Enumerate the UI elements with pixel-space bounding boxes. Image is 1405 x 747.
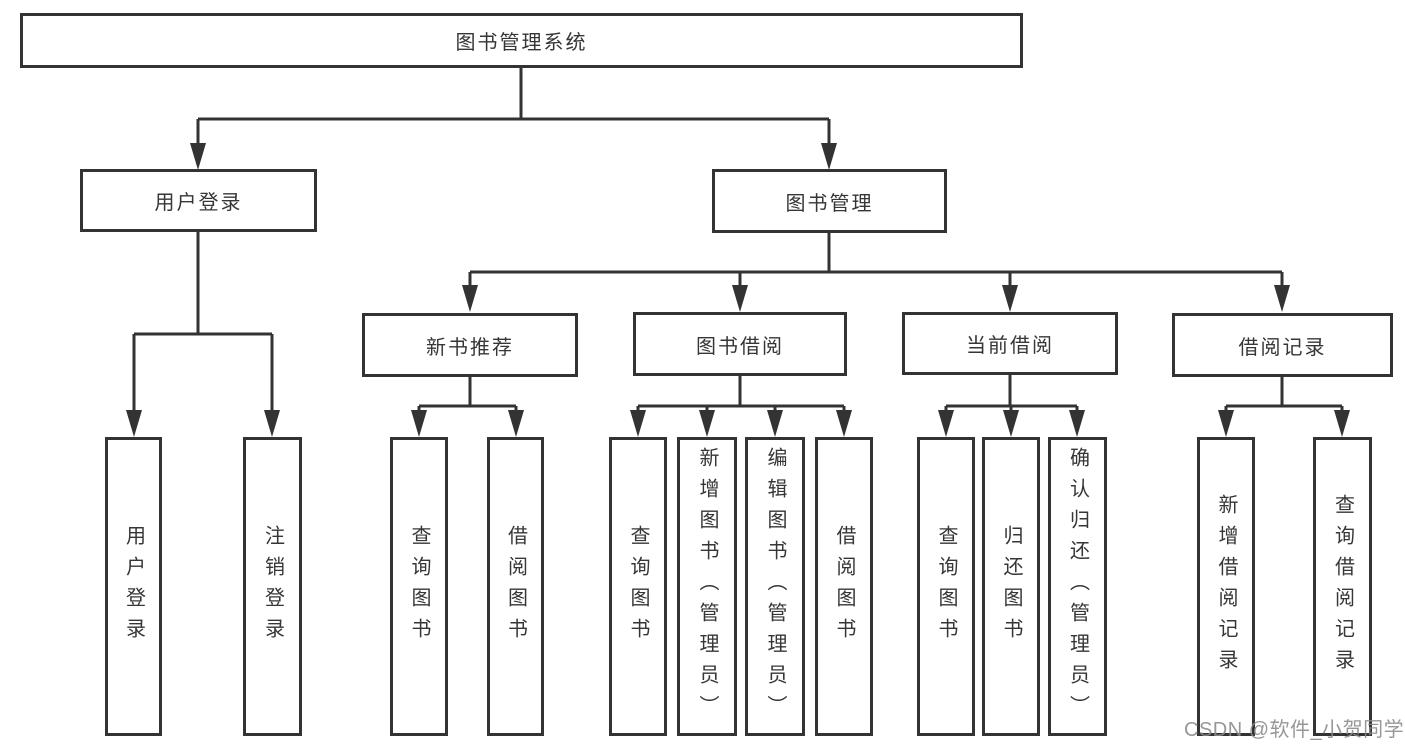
connector-book-borrow [636,376,846,414]
node-borrow-records: 借阅记录 [1172,313,1393,377]
leaf-user-login: 用户登录 [105,437,162,736]
node-root: 图书管理系统 [20,13,1023,68]
arrowhead-leaf-query-book-1 [411,410,427,437]
leaf-add-book-admin: 新增图书（管理员） [677,437,737,736]
node-current-borrow: 当前借阅 [902,312,1118,375]
arrowhead-current-borrow [1002,285,1018,312]
leaf-query-book-3: 查询图书 [917,437,975,736]
leaf-borrow-book-2: 借阅图书 [815,437,873,736]
arrowhead-leaf-logout [264,410,280,437]
leaf-query-book-2: 查询图书 [609,437,667,736]
node-new-book-recommend: 新书推荐 [362,313,578,377]
arrowhead-user-login [190,143,206,170]
csdn-watermark: CSDN @软件_小贺同学 [1184,719,1405,741]
arrowhead-book-borrow [732,285,748,312]
leaf-logout-login: 注销登录 [243,437,302,736]
arrowhead-leaf-confirm-return [1069,410,1085,437]
node-book-borrow: 图书借阅 [633,312,847,376]
connector-book-management [468,233,1284,290]
arrowhead-leaf-add-book [699,410,715,437]
arrowhead-book-management [821,143,837,170]
leaf-query-borrow-record: 查询借阅记录 [1313,437,1372,736]
connector-root [196,68,831,147]
arrowhead-leaf-return-book [1003,410,1019,437]
arrowhead-leaf-edit-book [767,410,783,437]
arrowhead-leaf-borrow-book-2 [836,410,852,437]
leaf-borrow-book-1: 借阅图书 [487,437,544,736]
connector-borrow-records [1224,377,1344,414]
arrowhead-leaf-query-record [1334,410,1350,437]
arrowhead-leaf-query-book-2 [630,410,646,437]
connector-new-book-recommend [417,377,518,414]
arrowhead-leaf-borrow-book-1 [508,410,524,437]
leaf-query-book-1: 查询图书 [390,437,448,736]
leaf-confirm-return-admin: 确认归还（管理员） [1048,437,1107,736]
arrowhead-leaf-user-login [126,410,142,437]
arrowhead-leaf-add-record [1218,410,1234,437]
arrowhead-new-book-recommend [462,285,478,312]
connector-user-login [132,232,274,414]
connector-current-borrow [944,375,1079,414]
node-book-management: 图书管理 [712,169,947,233]
leaf-return-book: 归还图书 [982,437,1040,736]
arrowhead-borrow-records [1274,285,1290,312]
leaf-edit-book-admin: 编辑图书（管理员） [745,437,805,736]
leaf-add-borrow-record: 新增借阅记录 [1197,437,1255,736]
node-user-login: 用户登录 [80,169,317,232]
arrowhead-leaf-query-book-3 [938,410,954,437]
